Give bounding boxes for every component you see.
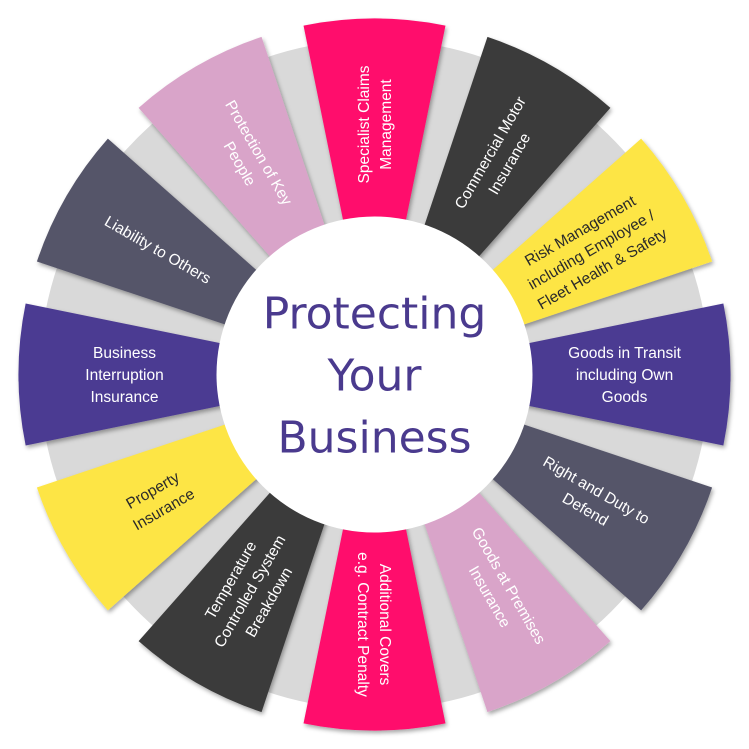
segment-label-line: Additional Covers — [376, 564, 393, 686]
segment-layer — [18, 18, 731, 731]
segment-liability-to-others — [36, 138, 263, 327]
segment-right-and-duty — [486, 422, 713, 611]
center-title-line: Your — [327, 351, 423, 402]
spacer-tab — [401, 515, 487, 704]
spacer-tab — [119, 119, 278, 278]
spacer-tab — [401, 45, 487, 234]
segment-label-line: Interruption — [85, 367, 163, 384]
spacer-tab — [471, 119, 630, 278]
center-title-line: Protecting — [263, 289, 487, 340]
segment-temperature-controlled — [138, 486, 327, 713]
spacer-tab — [471, 471, 630, 630]
center-circle — [216, 216, 533, 533]
segment-label-line: Management — [378, 79, 395, 170]
segment-label-line: e.g. Contract Penalty — [354, 552, 371, 697]
spacer-layer — [45, 45, 704, 704]
segment-commercial-motor — [422, 36, 611, 263]
spacer-tab — [45, 262, 234, 348]
segment-label-line: including Own — [576, 367, 673, 384]
segment-label-specialist-claims: Specialist Claims Management — [356, 65, 395, 183]
segment-business-interruption — [18, 303, 228, 446]
segment-risk-management — [486, 138, 713, 327]
segment-label-additional-covers: Additional Covers e.g. Contract Penalty — [354, 552, 393, 697]
segment-label-line: Insurance — [90, 389, 158, 406]
segment-specialist-claims — [303, 18, 446, 228]
spacer-tab — [262, 45, 348, 234]
segment-protection-key-people — [138, 36, 327, 263]
segment-label-line: Business — [93, 345, 156, 362]
spacer-tab — [119, 471, 278, 630]
spacer-tab — [45, 401, 234, 487]
segment-label-line: Specialist Claims — [356, 65, 373, 183]
segment-goods-at-premises — [422, 486, 611, 713]
segment-additional-covers — [303, 521, 446, 731]
segment-property-insurance — [36, 422, 263, 611]
spacer-tab — [515, 262, 704, 348]
center-title-line: Business — [277, 413, 471, 464]
spacer-tab — [515, 401, 704, 487]
segment-label-line: Goods in Transit — [568, 345, 682, 362]
segment-goods-in-transit — [521, 303, 731, 446]
segment-label-line: Goods — [602, 389, 648, 406]
spacer-tab — [262, 515, 348, 704]
